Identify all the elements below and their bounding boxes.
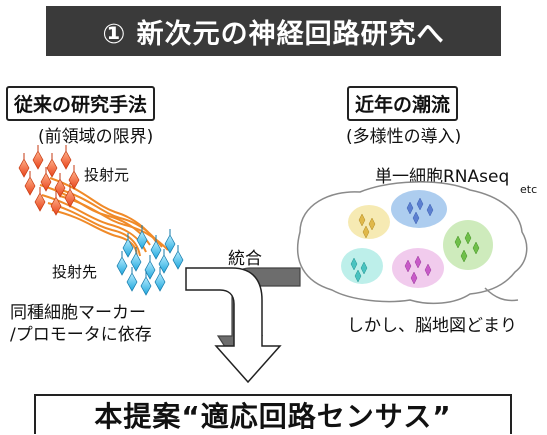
projection-fibers bbox=[39, 177, 169, 263]
marker-line2: /プロモータに依存 bbox=[10, 325, 152, 345]
target-label: 投射先 bbox=[52, 263, 98, 281]
proposal-box: 本提案“適応回路センサス” bbox=[34, 394, 512, 434]
marker-line1: 同種細胞マーカー bbox=[10, 303, 146, 323]
page-title: ① 新次元の神経回路研究へ bbox=[102, 18, 445, 50]
atlas-label: しかし、脳地図どまり bbox=[347, 316, 517, 336]
merge-arrow-white bbox=[185, 267, 282, 384]
proposal-title: 本提案“適応回路センサス” bbox=[94, 400, 452, 433]
right-heading: 近年の潮流 bbox=[355, 94, 451, 116]
merge-label: 統合 bbox=[228, 249, 262, 269]
left-heading-box: 従来の研究手法 bbox=[6, 86, 156, 121]
source-cells bbox=[18, 144, 80, 216]
region-cells bbox=[350, 197, 480, 285]
right-heading-box: 近年の潮流 bbox=[347, 86, 459, 121]
right-subheading: (多様性の導入) bbox=[346, 127, 462, 147]
left-heading: 従来の研究手法 bbox=[14, 94, 148, 116]
left-subheading: (前領域の限界) bbox=[38, 127, 154, 147]
etc-label: etc bbox=[520, 183, 538, 196]
title-banner: ① 新次元の神経回路研究へ bbox=[46, 6, 501, 56]
source-label: 投射元 bbox=[84, 166, 130, 184]
